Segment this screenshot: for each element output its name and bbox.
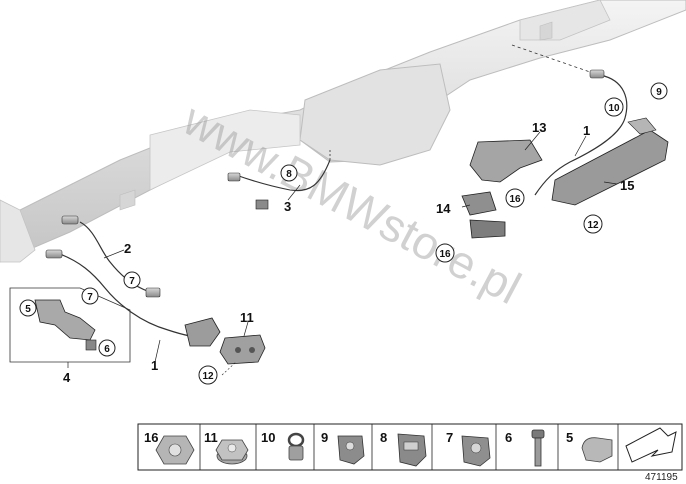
bolt-icon bbox=[531, 429, 545, 467]
svg-text:8: 8 bbox=[286, 169, 292, 180]
svg-text:5: 5 bbox=[566, 430, 573, 445]
circled-callout-12-a: 12 bbox=[198, 365, 218, 385]
svg-text:10: 10 bbox=[261, 430, 275, 445]
legend-item-5[interactable]: 5 bbox=[566, 430, 613, 463]
sensor-middle[interactable] bbox=[227, 148, 331, 210]
svg-text:16: 16 bbox=[439, 249, 451, 260]
oxygen-sensor-upstream[interactable] bbox=[61, 215, 161, 298]
callout-11: 11 bbox=[240, 310, 254, 325]
circled-callout-16-b: 16 bbox=[435, 243, 455, 263]
legend-item-11[interactable]: 11 bbox=[204, 430, 249, 465]
legend-item-8[interactable]: 8 bbox=[380, 430, 427, 467]
circled-callouts: 5 6 7 7 8 9 10 12 bbox=[19, 82, 668, 385]
svg-text:10: 10 bbox=[608, 103, 620, 114]
svg-text:7: 7 bbox=[446, 430, 453, 445]
circled-callout-7-a: 7 bbox=[123, 271, 141, 289]
svg-text:9: 9 bbox=[656, 87, 662, 98]
exhaust-system bbox=[0, 0, 686, 263]
direction-arrow-icon bbox=[625, 427, 677, 463]
leader-lines bbox=[67, 131, 618, 368]
svg-text:11: 11 bbox=[204, 430, 218, 445]
circled-callout-10: 10 bbox=[604, 97, 624, 117]
oxygen-sensor-downstream[interactable] bbox=[45, 249, 221, 347]
bracket-13[interactable] bbox=[469, 139, 543, 183]
svg-text:9: 9 bbox=[321, 430, 328, 445]
callout-2: 2 bbox=[124, 241, 131, 256]
hex-nut-icon bbox=[155, 435, 195, 465]
svg-text:12: 12 bbox=[202, 371, 214, 382]
legend-item-16[interactable]: 16 bbox=[144, 430, 195, 465]
svg-text:16: 16 bbox=[509, 194, 521, 205]
clip-icon bbox=[581, 437, 613, 463]
legend-item-10[interactable]: 10 bbox=[261, 430, 305, 461]
svg-text:16: 16 bbox=[144, 430, 158, 445]
callout-1-right: 1 bbox=[583, 123, 590, 138]
callout-13: 13 bbox=[532, 120, 546, 135]
circled-callout-12-b: 12 bbox=[583, 214, 603, 234]
circled-callout-6: 6 bbox=[98, 339, 116, 357]
circled-callout-5: 5 bbox=[19, 299, 37, 317]
svg-text:6: 6 bbox=[104, 344, 110, 355]
legend-item-9[interactable]: 9 bbox=[321, 430, 365, 465]
svg-text:5: 5 bbox=[25, 304, 31, 315]
circled-callout-16-a: 16 bbox=[505, 188, 525, 208]
callout-1-left: 1 bbox=[151, 358, 158, 373]
callout-3: 3 bbox=[284, 199, 291, 214]
circled-callout-8: 8 bbox=[280, 164, 298, 182]
diagram-part-number: 471195 bbox=[645, 472, 678, 483]
svg-text:12: 12 bbox=[587, 220, 599, 231]
svg-text:7: 7 bbox=[87, 292, 93, 303]
svg-text:7: 7 bbox=[129, 276, 135, 287]
cable-holder-icon bbox=[337, 435, 365, 465]
svg-text:8: 8 bbox=[380, 430, 387, 445]
callouts: 1 1 2 3 4 13 14 15 11 bbox=[63, 120, 634, 385]
callout-14: 14 bbox=[436, 201, 451, 216]
inset-box-4 bbox=[9, 287, 131, 363]
legend-item-7[interactable]: 7 bbox=[446, 430, 491, 467]
cable-holder-icon bbox=[397, 433, 427, 467]
callout-15: 15 bbox=[620, 178, 634, 193]
circled-callout-7-b: 7 bbox=[81, 287, 99, 305]
bracket-assembly-4[interactable] bbox=[34, 299, 97, 351]
callout-4: 4 bbox=[63, 370, 71, 385]
bracket-15[interactable] bbox=[551, 117, 669, 206]
legend-item-6[interactable]: 6 bbox=[505, 429, 545, 467]
parts-legend-strip: 16 11 10 9 bbox=[137, 423, 683, 471]
cable-holder-icon bbox=[461, 435, 491, 467]
svg-text:6: 6 bbox=[505, 430, 512, 445]
oxygen-sensor-rear[interactable] bbox=[511, 44, 628, 196]
circled-callout-9: 9 bbox=[650, 82, 668, 100]
bracket-11[interactable] bbox=[219, 334, 266, 376]
flange-nut-icon bbox=[215, 439, 249, 465]
cable-clip-icon bbox=[287, 432, 305, 461]
holder-14[interactable] bbox=[461, 191, 506, 239]
